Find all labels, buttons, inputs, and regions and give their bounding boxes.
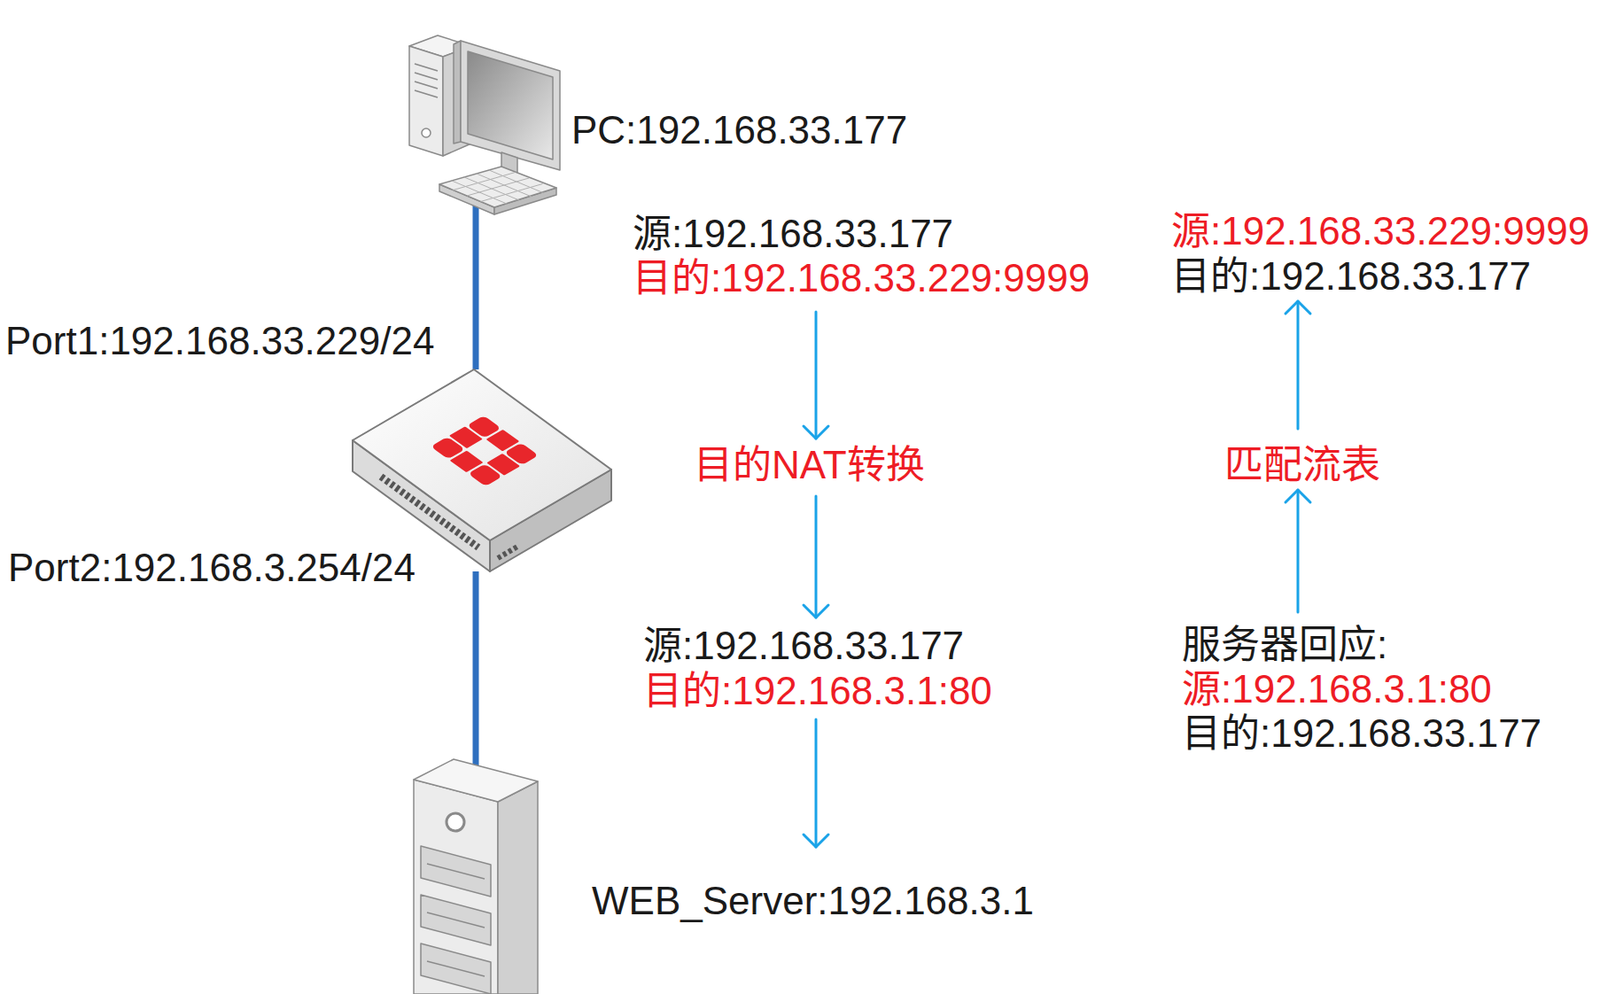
host-label: PC:192.168.33.177 — [571, 107, 908, 153]
tower-front — [409, 46, 443, 156]
arrow-head — [803, 605, 829, 618]
server-bay — [420, 943, 491, 994]
packet-field: 源:192.168.3.1:80 — [1181, 666, 1492, 712]
drive-slot — [414, 63, 438, 71]
arrow-head — [803, 834, 829, 847]
packet-field: 源:192.168.33.229:9999 — [1171, 208, 1590, 254]
bay-slot — [427, 961, 485, 977]
arrow-head — [1285, 489, 1311, 503]
keyboard-keys — [451, 170, 544, 204]
network-link — [473, 200, 480, 370]
packet-field: 目的:192.168.33.229:9999 — [632, 255, 1090, 301]
server-side — [497, 781, 538, 994]
key-column — [453, 172, 516, 191]
flow-arrow — [815, 311, 818, 439]
flow-arrow — [1297, 301, 1300, 429]
firewall-icon — [352, 369, 612, 572]
flow-arrow — [815, 496, 818, 618]
logo-cell — [467, 463, 503, 487]
port-label: Port2:192.168.3.254/24 — [7, 544, 416, 591]
firewall-top — [352, 369, 612, 541]
arrow-head — [803, 426, 829, 439]
flow-arrow — [815, 719, 818, 847]
server-button — [446, 813, 465, 832]
packet-field: 目的:192.168.33.177 — [1171, 253, 1531, 299]
pc-node: PC:192.168.33.177 — [405, 26, 566, 201]
server-bay — [420, 846, 491, 897]
packet-field: 源:192.168.33.177 — [643, 622, 964, 668]
keyboard-top — [439, 166, 557, 208]
firewall-node: Port1:192.168.33.229/24Port2:192.168.3.2… — [352, 369, 613, 572]
packet-field: 目的:192.168.3.1:80 — [643, 667, 993, 714]
packet-field: 源:192.168.33.177 — [632, 210, 954, 257]
server-bay — [420, 894, 491, 946]
drive-slot — [414, 81, 438, 89]
network-link — [473, 571, 480, 766]
port-label: Port1:192.168.33.229/24 — [5, 318, 435, 364]
port-row — [497, 546, 518, 559]
pc-icon — [409, 35, 560, 215]
monitor-frame — [460, 40, 560, 171]
server-top — [413, 759, 538, 802]
bay-slot — [427, 863, 485, 879]
drive-slot — [414, 90, 438, 98]
key-column — [466, 178, 529, 196]
drive-slot — [414, 72, 438, 80]
monitor-back — [453, 40, 461, 144]
power-button — [421, 128, 431, 138]
server-icon — [413, 759, 538, 994]
packet-field: 目的:192.168.33.177 — [1181, 710, 1542, 756]
host-label: WEB_Server:192.168.3.1 — [591, 877, 1034, 924]
step-label: 匹配流表 — [1224, 442, 1381, 488]
bay-slot — [427, 912, 485, 928]
monitor-screen — [467, 51, 553, 160]
key-column — [481, 184, 544, 202]
server-node: WEB_Server:192.168.3.1 — [413, 765, 538, 994]
packet-heading: 服务器回应: — [1181, 621, 1388, 668]
fortinet-logo — [430, 415, 539, 487]
flow-arrow — [1297, 489, 1300, 613]
arrow-head — [1285, 301, 1311, 314]
port-row — [380, 476, 479, 548]
server-front — [413, 779, 498, 994]
step-label: 目的NAT转换 — [693, 442, 925, 488]
flow-arrows — [803, 301, 1311, 847]
